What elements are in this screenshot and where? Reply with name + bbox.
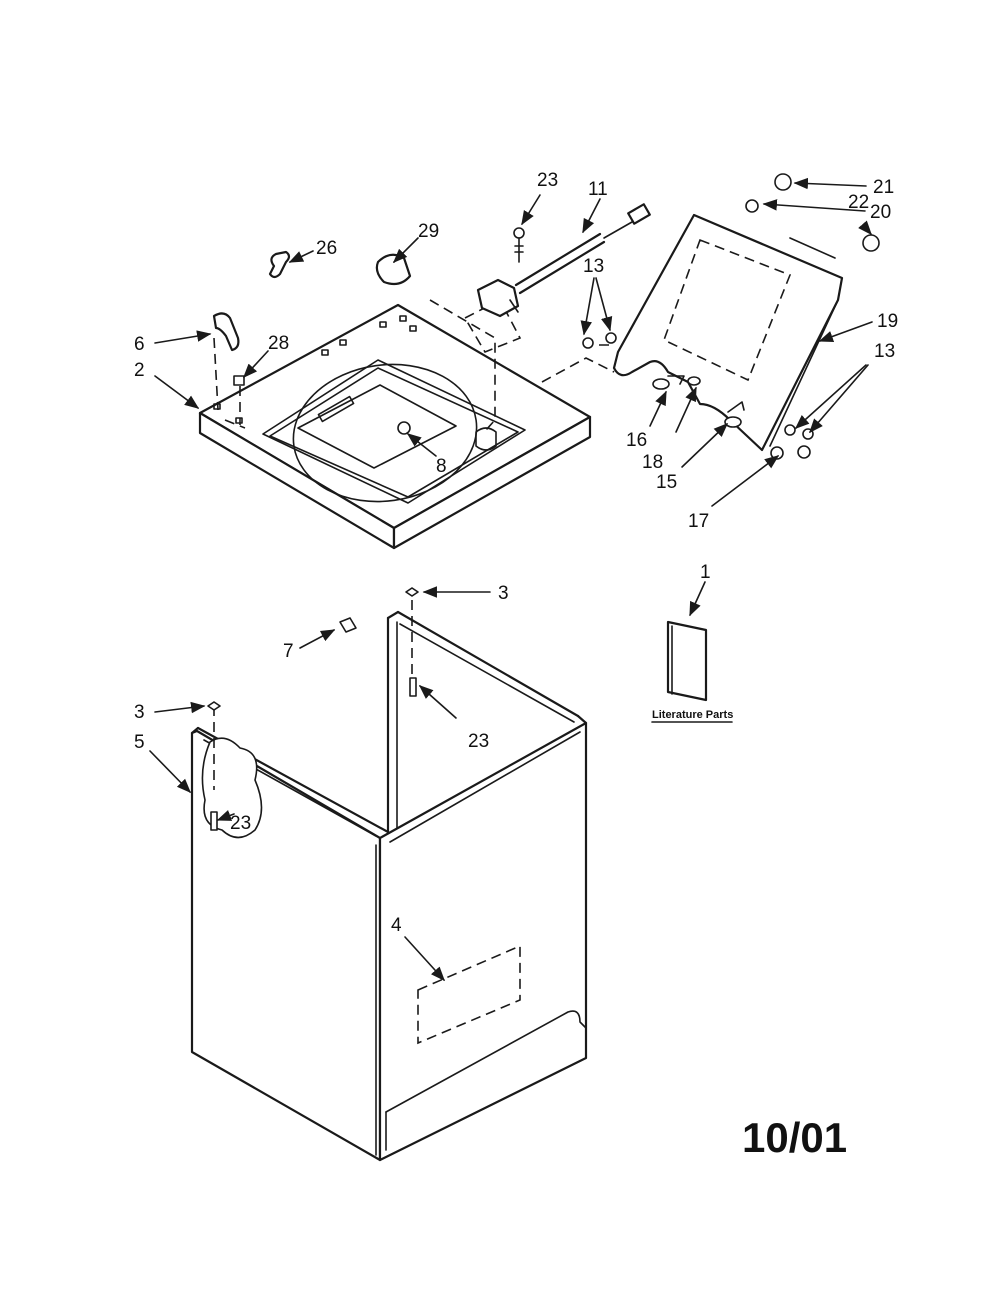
callout-28: 28	[268, 333, 289, 354]
callout-11: 11	[588, 179, 608, 200]
lid-hardware	[582, 173, 880, 460]
callout-23-top: 23	[537, 170, 558, 191]
callout-26: 26	[316, 238, 337, 259]
revision-date: 10/01	[742, 1114, 847, 1161]
screws-23	[210, 677, 417, 831]
callout-3-top: 3	[498, 583, 509, 604]
callout-21: 21	[873, 177, 894, 198]
bracket-6	[212, 312, 240, 352]
callout-8: 8	[436, 456, 447, 477]
callout-17: 17	[688, 511, 709, 532]
callout-23-mid: 23	[468, 731, 489, 752]
callout-7: 7	[283, 641, 294, 662]
callout-22: 22	[848, 192, 869, 213]
callout-1: 1	[700, 562, 711, 583]
callout-labels: 1 2 3 3 4 5 6 7 8 11 13 13 15 16 17 18 1…	[134, 170, 898, 936]
callout-5: 5	[134, 732, 145, 753]
top-panel	[198, 303, 592, 550]
lid	[612, 213, 844, 452]
callout-3-left: 3	[134, 702, 145, 723]
callout-4: 4	[391, 915, 402, 936]
literature-label: Literature Parts	[652, 709, 733, 721]
clips-3	[207, 587, 419, 711]
callout-20: 20	[870, 202, 891, 223]
nut-28	[233, 375, 245, 386]
callout-18: 18	[642, 452, 663, 473]
lid-switch	[476, 203, 651, 318]
callout-16: 16	[626, 430, 647, 451]
callout-29: 29	[418, 221, 439, 242]
callout-6: 6	[134, 334, 145, 355]
callout-2: 2	[134, 360, 145, 381]
callout-23-left: 23	[230, 813, 251, 834]
screw-7	[339, 617, 357, 633]
clip-26	[268, 250, 291, 279]
callout-13-right: 13	[874, 341, 895, 362]
literature-parts: Literature Parts	[651, 620, 733, 723]
screw-8	[397, 421, 411, 435]
callout-15: 15	[656, 472, 677, 493]
callout-13-upper: 13	[583, 256, 604, 277]
part-29	[375, 253, 412, 286]
callout-19: 19	[877, 311, 898, 332]
leader-lines	[149, 177, 873, 982]
cabinet	[190, 610, 588, 1162]
